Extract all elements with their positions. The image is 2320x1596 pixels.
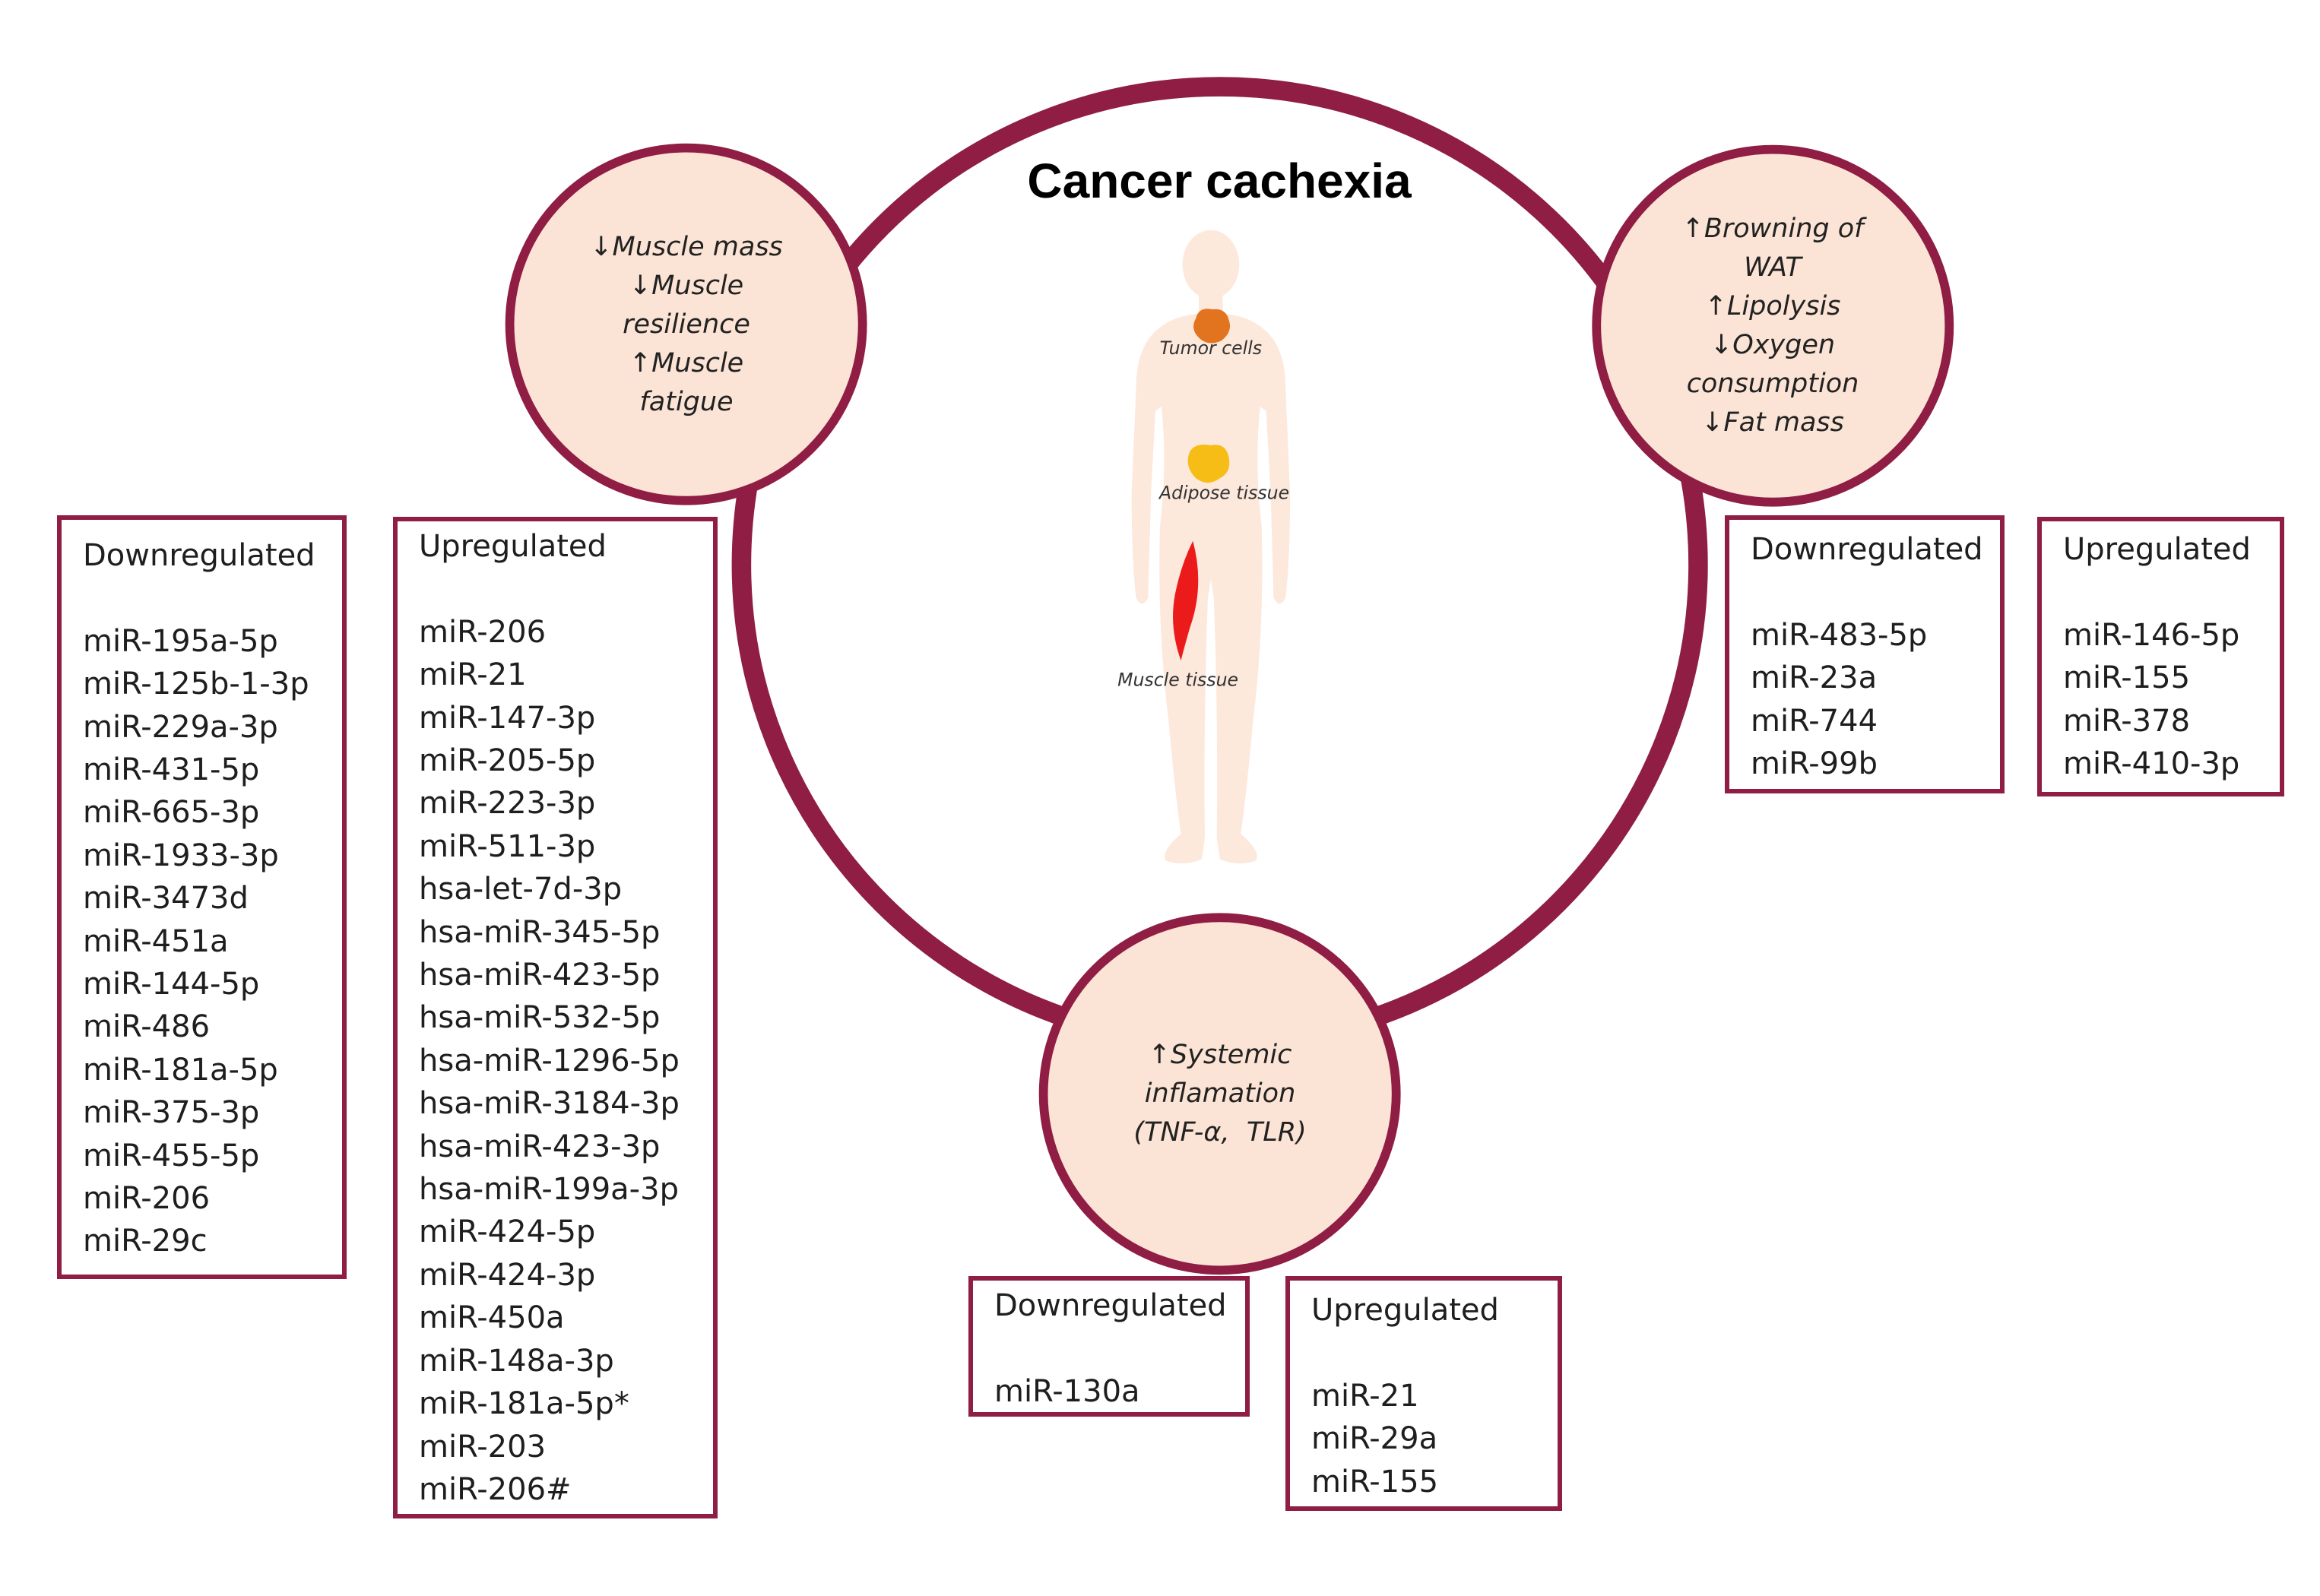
mirna-list: miR-21 miR-29a miR-155 <box>1311 1375 1558 1503</box>
silhouette-body <box>1131 313 1291 864</box>
effect-line: ↑Systemic <box>1148 1040 1292 1070</box>
adipose-tissue-shape <box>1187 444 1230 483</box>
muscle-tissue-label: Muscle tissue <box>1117 670 1238 691</box>
mirna-item: miR-450a <box>419 1300 565 1336</box>
mirna-list: miR-195a-5p miR-125b-1-3p miR-229a-3p miR-4… <box>83 620 342 1263</box>
mirna-item: hsa-miR-199a-3p <box>419 1172 679 1208</box>
mirna-item: miR-424-3p <box>419 1257 596 1293</box>
effect-line: fatigue <box>639 387 734 417</box>
inflammation-effects-circle <box>1038 913 1401 1275</box>
mirna-item: miR-206 <box>419 614 547 650</box>
box-heading: Upregulated <box>2063 532 2251 567</box>
effect-line: ↓Oxygen <box>1710 330 1836 360</box>
muscle-effects-circle <box>505 143 867 505</box>
diagram-title: Cancer cachexia <box>1027 154 1412 208</box>
box-heading: Downregulated <box>83 538 315 573</box>
mirna-item: miR-483-5p <box>1751 617 1928 653</box>
mirna-item: miR-455-5p <box>83 1138 260 1173</box>
mirna-item: miR-23a <box>1751 660 1878 696</box>
mirna-item: miR-99b <box>1751 746 1878 782</box>
mirna-item: miR-203 <box>419 1429 547 1465</box>
tumor-cells-label: Tumor cells <box>1160 337 1262 359</box>
mirna-item: miR-144-5p <box>83 967 260 1002</box>
mirna-item: miR-511-3p <box>419 828 596 864</box>
effect-line: ↓Fat mass <box>1701 407 1844 438</box>
mirna-item: miR-130a <box>994 1373 1140 1409</box>
mirna-item: miR-181a-5p* <box>419 1386 629 1422</box>
box-heading: Upregulated <box>419 529 607 564</box>
adipose-tissue-label: Adipose tissue <box>1158 483 1289 504</box>
mirna-item: miR-155 <box>2063 660 2191 696</box>
mirna-item: miR-155 <box>1311 1464 1439 1499</box>
mirna-item: miR-486 <box>83 1009 211 1045</box>
mirna-item: hsa-miR-423-3p <box>419 1129 661 1164</box>
muscle-tissue-shape <box>1173 540 1199 661</box>
mirna-list: miR-483-5p miR-23a miR-744 miR-99b <box>1751 614 2000 786</box>
mirna-item: miR-21 <box>419 657 527 693</box>
effect-line: consumption <box>1686 369 1859 399</box>
mirna-item: miR-147-3p <box>419 700 596 736</box>
box-heading: Upregulated <box>1311 1293 1499 1328</box>
mirna-item: miR-410-3p <box>2063 746 2240 782</box>
effect-line: WAT <box>1744 252 1802 283</box>
fat-effects-circle <box>1592 144 1954 507</box>
effect-line: ↓Muscle mass <box>590 232 783 262</box>
mirna-item: miR-424-5p <box>419 1214 596 1250</box>
effect-line: ↑Lipolysis <box>1704 291 1841 321</box>
mirna-list: miR-206 miR-21 miR-147-3p miR-205-5p miR-223… <box>419 611 713 1512</box>
mirna-item: miR-148a-3p <box>419 1343 614 1379</box>
mirna-item: miR-378 <box>2063 703 2191 739</box>
mirna-list: miR-130a <box>994 1370 1245 1413</box>
mirna-item: miR-375-3p <box>83 1095 260 1131</box>
mirna-item: hsa-miR-423-5p <box>419 958 661 993</box>
mirna-item: miR-125b-1-3p <box>83 667 309 702</box>
effect-line: ↑Muscle <box>629 348 744 378</box>
inflammation-downregulated-box: Downregulated miR-130a <box>968 1276 1250 1417</box>
mirna-item: miR-206 <box>83 1181 211 1217</box>
box-heading: Downregulated <box>994 1288 1227 1323</box>
mirna-item: hsa-miR-532-5p <box>419 1000 661 1036</box>
fat-effects-text: ↑Browning of WAT ↑Lipolysis ↓Oxygen consumpt… <box>1613 210 1932 442</box>
mirna-item: miR-744 <box>1751 703 1878 739</box>
mirna-item: miR-29a <box>1311 1421 1438 1457</box>
mirna-item: miR-29c <box>83 1224 208 1259</box>
mirna-item: hsa-miR-345-5p <box>419 914 661 950</box>
mirna-item: miR-21 <box>1311 1378 1419 1414</box>
mirna-item: miR-205-5p <box>419 743 596 779</box>
mirna-item: miR-3473d <box>83 881 249 917</box>
mirna-item: miR-146-5p <box>2063 617 2240 653</box>
effect-line: ↓Muscle <box>629 271 744 301</box>
mirna-item: miR-1933-3p <box>83 838 279 873</box>
muscle-effects-text: ↓Muscle mass ↓Muscle resilience ↑Muscle fati… <box>527 228 846 422</box>
inflammation-effects-text: ↑Systemic inflamation (TNF-α, TLR) <box>1060 1036 1380 1152</box>
mirna-item: miR-181a-5p <box>83 1052 278 1088</box>
inflammation-upregulated-box: Upregulated miR-21 miR-29a miR-155 <box>1285 1276 1562 1511</box>
box-heading: Downregulated <box>1751 532 1983 567</box>
effect-line: (TNF-α, TLR) <box>1133 1117 1307 1148</box>
mirna-item: miR-206# <box>419 1471 572 1507</box>
mirna-item: hsa-miR-3184-3p <box>419 1086 680 1122</box>
tumor-cells-shape <box>1193 309 1231 344</box>
mirna-item: miR-223-3p <box>419 786 596 822</box>
mirna-list: miR-146-5p miR-155 miR-378 miR-410-3p <box>2063 614 2280 786</box>
mirna-item: miR-431-5p <box>83 752 260 788</box>
mirna-item: miR-195a-5p <box>83 623 278 659</box>
silhouette-head <box>1182 230 1240 299</box>
human-silhouette: Tumor cells Adipose tissue Muscle tissue <box>1117 230 1291 864</box>
mirna-item: miR-451a <box>83 923 229 959</box>
mirna-item: hsa-miR-1296-5p <box>419 1043 680 1078</box>
mirna-item: miR-229a-3p <box>83 709 278 745</box>
effect-line: ↑Browning of <box>1681 214 1864 244</box>
effect-line: resilience <box>623 309 750 340</box>
effect-line: inflamation <box>1144 1078 1296 1109</box>
mirna-item: miR-665-3p <box>83 795 260 831</box>
mirna-item: hsa-let-7d-3p <box>419 872 623 907</box>
